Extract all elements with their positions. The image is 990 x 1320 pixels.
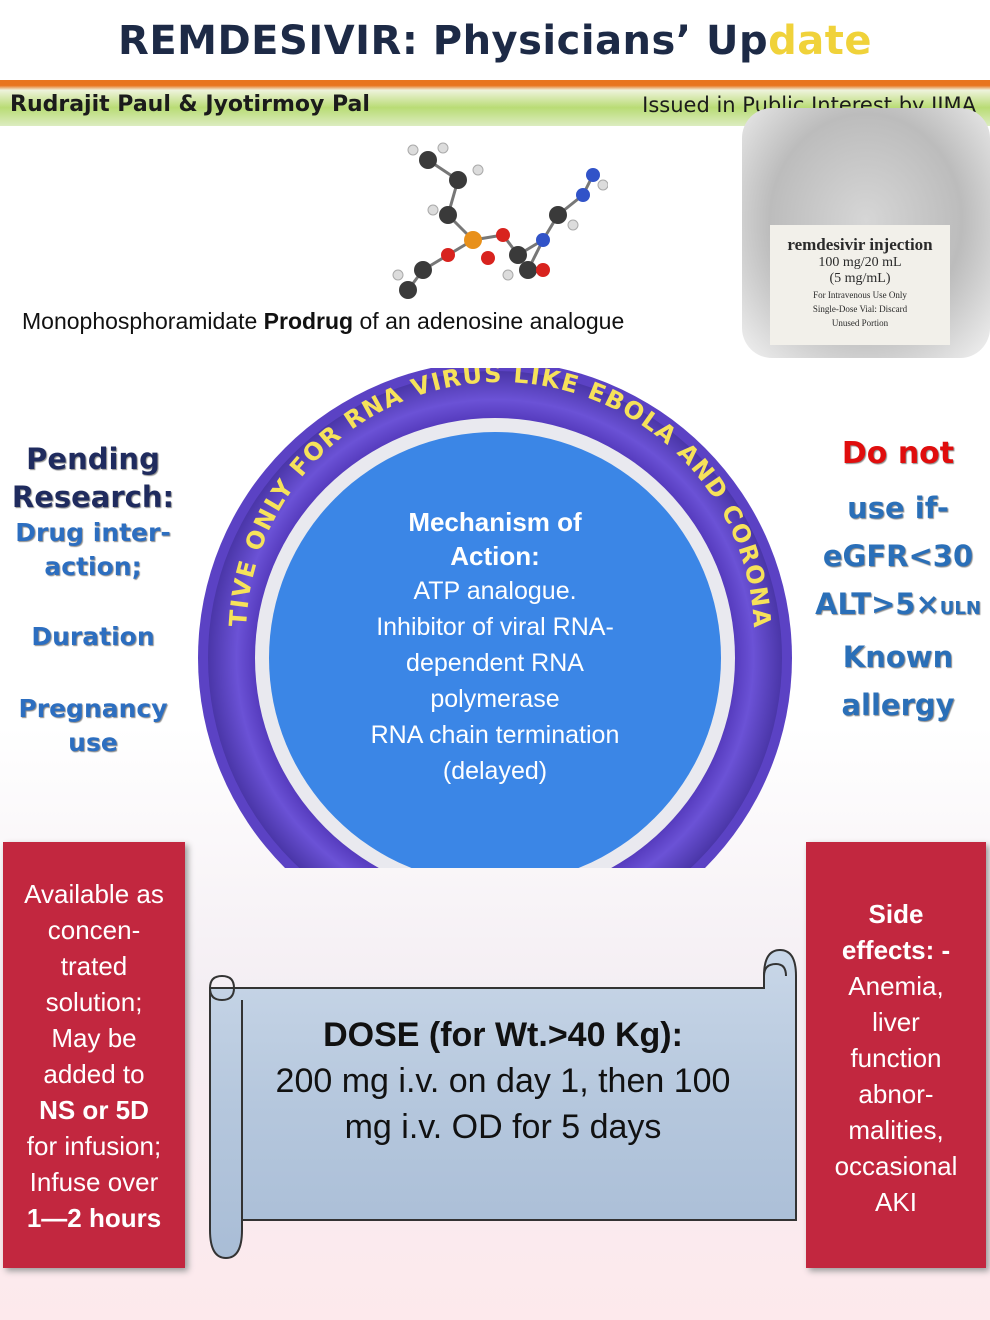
side-effect-line: occasional — [834, 1151, 958, 1181]
mechanism-line: polymerase — [430, 685, 560, 713]
vial-label-single-dose: Single-Dose Vial: Discard — [812, 304, 908, 314]
contra-alt-value: ALT>5× — [815, 587, 940, 621]
vial-label: remdesivir injection 100 mg/20 mL (5 mg/… — [770, 225, 950, 345]
availability-line: for infusion; — [26, 1131, 162, 1161]
pending-item-drug-interaction-1: Drug inter- — [15, 518, 171, 547]
description-bold: Prodrug — [263, 308, 354, 334]
contra-line-known: Known — [842, 640, 954, 674]
dose-text: DOSE (for Wt.>40 Kg): 200 mg i.v. on day… — [228, 1012, 778, 1150]
availability-line: trated — [60, 951, 128, 981]
vial-label-strength: 100 mg/20 mL — [818, 255, 902, 270]
contra-line-alt: ALT>5×ULN — [806, 580, 990, 633]
availability-line-diluent: NS or 5D — [39, 1095, 149, 1125]
mechanism-line: RNA chain termination — [370, 721, 620, 749]
pending-head-line2: Research: — [11, 480, 175, 514]
mechanism-text: Mechanism of Action: ATP analogue. Inhib… — [335, 505, 655, 789]
pending-research-heading: Pending Research: Drug inter- action; Du… — [8, 440, 178, 760]
side-effect-line: Anemia, — [848, 971, 944, 1001]
availability-line: solution; — [45, 987, 143, 1017]
side-effect-line: function — [850, 1043, 942, 1073]
mechanism-line: Inhibitor of viral RNA- — [376, 613, 614, 641]
mechanism-heading-1: Mechanism of — [408, 507, 582, 537]
mechanism-line: dependent RNA — [406, 649, 584, 677]
pending-head-line1: Pending — [26, 442, 160, 476]
availability-line: Infuse over — [29, 1167, 159, 1197]
vial-label-name: remdesivir injection — [787, 235, 933, 254]
side-effect-line: malities, — [848, 1115, 944, 1145]
dose-line: mg i.v. OD for 5 days — [344, 1108, 662, 1146]
scroll-body — [209, 948, 797, 1260]
page-title: REMDESIVIR: Physicians’ Update — [0, 18, 990, 64]
contraindication-list: use if- eGFR<30 ALT>5×ULN Known allergy — [806, 484, 990, 729]
title-main-text: REMDESIVIR: Physicians’ Up — [118, 18, 769, 64]
vial-label-concentration: (5 mg/mL) — [829, 271, 891, 286]
pending-item-pregnancy-2: use — [68, 728, 118, 757]
contra-alt-uln: ULN — [939, 598, 981, 619]
title-highlight-text: date — [768, 18, 872, 64]
mechanism-line: (delayed) — [442, 757, 548, 785]
mechanism-heading-2: Action: — [450, 541, 540, 571]
contra-line-use-if: use if- — [847, 491, 949, 525]
pending-item-drug-interaction-2: action; — [44, 552, 142, 581]
scroll-curl-left — [209, 974, 236, 1002]
vial-label-unused: Unused Portion — [831, 318, 889, 328]
contraindication-heading: Do not — [841, 436, 955, 471]
mechanism-line: ATP analogue. — [413, 577, 577, 605]
contra-line-allergy: allergy — [841, 688, 955, 722]
side-effect-line: AKI — [875, 1187, 917, 1217]
dose-heading: DOSE (for Wt.>40 Kg): — [323, 1016, 683, 1054]
authors: Rudrajit Paul & Jyotirmoy Pal — [10, 92, 370, 117]
side-effects-heading-1: Side — [868, 899, 924, 929]
drug-description: Monophosphoramidate Prodrug of an adenos… — [22, 308, 624, 335]
availability-line: added to — [43, 1059, 145, 1089]
pending-item-duration: Duration — [31, 622, 155, 651]
molecule-illustration — [392, 142, 608, 299]
mechanism-ring: EFFECTIVE ONLY FOR RNA VIRUS LIKE EBOLA … — [188, 368, 792, 868]
side-effects-heading-2: effects: - — [841, 935, 951, 965]
dose-scroll — [209, 948, 797, 1260]
description-post: of an adenosine analogue — [353, 308, 625, 334]
contra-line-egfr: eGFR<30 — [822, 539, 974, 573]
description-pre: Monophosphoramidate — [22, 308, 264, 334]
dose-line: 200 mg i.v. on day 1, then 100 — [275, 1062, 731, 1100]
availability-line: concen- — [47, 915, 141, 945]
side-effect-line: liver — [872, 1007, 920, 1037]
side-effects-panel: Side effects: - Anemia, liver function a… — [806, 842, 986, 1268]
ring-center — [269, 432, 721, 868]
side-effect-line: abnor- — [858, 1079, 934, 1109]
pending-item-pregnancy-1: Pregnancy — [18, 694, 168, 723]
availability-line: Available as — [24, 879, 164, 909]
vial-label-route: For Intravenous Use Only — [813, 290, 907, 300]
availability-line: May be — [51, 1023, 137, 1053]
availability-panel: Available as concen- trated solution; Ma… — [3, 842, 185, 1268]
scroll-curl-right — [763, 962, 787, 977]
availability-line-duration: 1—2 hours — [26, 1203, 162, 1233]
